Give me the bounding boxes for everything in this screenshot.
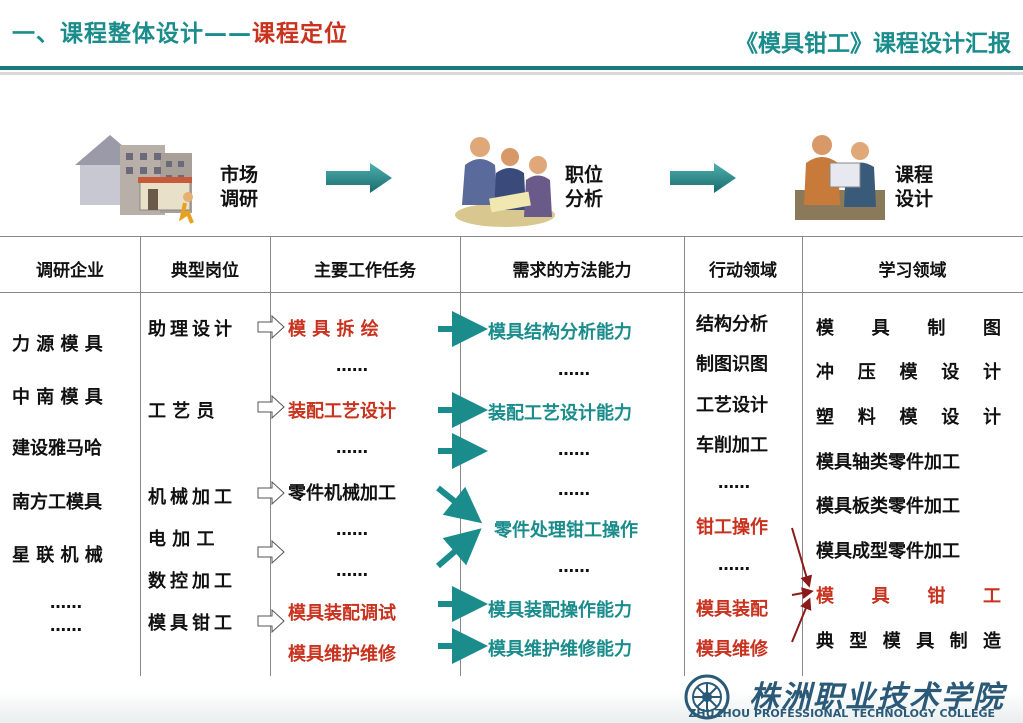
meeting-people-icon (455, 137, 555, 227)
ability-item: 模具装配操作能力 (488, 600, 632, 621)
stage-label-line: 设计 (895, 188, 934, 210)
position-item: 工 艺 员 (148, 401, 215, 422)
position-item: 机械加工 (148, 487, 236, 508)
teal-arrow-icon (436, 485, 483, 524)
page-title: 一、课程整体设计——课程定位 (12, 14, 348, 48)
page-title-accent: 课程定位 (252, 21, 348, 47)
action-item: 模具装配 (696, 599, 768, 620)
ability-item: 模具结构分析能力 (488, 322, 632, 343)
column-divider (270, 236, 271, 676)
enterprise-item: 力 源 模 具 (12, 334, 103, 355)
action-item: 结构分析 (696, 314, 768, 335)
task-item: …… (336, 520, 368, 539)
red-arrow-icon (791, 587, 814, 600)
action-item: 钳工操作 (696, 517, 768, 538)
column-header: 需求的方法能力 (512, 261, 632, 281)
task-item: 模具装配调试 (288, 603, 396, 624)
task-item: 模具维护维修 (288, 644, 396, 665)
ability-item: …… (558, 557, 590, 576)
red-arrow-icon (791, 597, 812, 643)
action-item: 模具维修 (696, 639, 768, 660)
ability-item: 零件处理钳工操作 (494, 520, 638, 541)
ability-item: …… (558, 440, 590, 459)
college-name-en: ZHUZHOU PROFESSIONAL TECHNOLOGY COLLEGE (688, 707, 995, 720)
column-divider (802, 236, 803, 676)
ability-item: 装配工艺设计能力 (488, 403, 632, 424)
action-item: 制图识图 (696, 354, 768, 375)
position-item: 模具钳工 (148, 613, 236, 634)
stage-course-design: 课程 设计 (895, 163, 933, 211)
table-top-border (0, 236, 1023, 237)
presentation-people-icon (795, 135, 885, 220)
position-item: 数控加工 (148, 571, 236, 592)
enterprise-item: 建设雅马哈 (12, 438, 102, 459)
action-item: 车削加工 (696, 435, 768, 456)
footer-band (0, 690, 1023, 723)
header-divider-shadow (0, 72, 1023, 75)
learning-item: 模具板类零件加工 (816, 496, 960, 517)
stage-label-line: 职位 (565, 164, 604, 186)
hollow-arrow-icon (257, 539, 285, 565)
task-item: 装配工艺设计 (288, 401, 396, 422)
task-item: …… (336, 438, 368, 457)
column-header: 行动领域 (709, 261, 777, 281)
enterprise-item: 中 南 模 具 (12, 387, 103, 408)
learning-item: 典 型 模 具 制 造 (816, 631, 1001, 652)
teal-arrow-icon (436, 528, 482, 569)
stage-label-line: 课程 (895, 164, 934, 186)
table-header-border (0, 292, 1023, 293)
learning-item: 模具成型零件加工 (816, 541, 960, 562)
stage-market-research: 市场 调研 (220, 163, 258, 211)
hollow-arrow-icon (257, 314, 285, 340)
stage-label-line: 分析 (565, 188, 604, 210)
column-header: 调研企业 (36, 261, 104, 281)
college-logo-icon (684, 674, 730, 720)
stage-label-line: 市场 (220, 164, 259, 186)
action-item: …… (718, 555, 750, 574)
task-item: …… (336, 356, 368, 375)
course-title: 《模具钳工》课程设计汇报 (735, 31, 1011, 57)
column-header: 典型岗位 (171, 261, 239, 281)
college-name-cn: 株洲职业技术学院 (749, 680, 1005, 715)
position-item: 电 加 工 (148, 529, 215, 550)
column-header: 主要工作任务 (314, 261, 416, 281)
task-item: 模 具 拆 绘 (288, 319, 379, 340)
ability-item: …… (558, 480, 590, 499)
task-item: …… (336, 561, 368, 580)
learning-item: 模具轴类零件加工 (816, 452, 960, 473)
arrow-right-icon (670, 163, 736, 193)
red-arrow-icon (791, 527, 813, 588)
ability-item: 模具维护维修能力 (488, 639, 632, 660)
task-item: 零件机械加工 (288, 483, 396, 504)
action-item: …… (718, 473, 750, 492)
city-buildings-icon (75, 135, 194, 224)
learning-item: 冲 压 模 设 计 (816, 362, 1001, 383)
stage-label-line: 调研 (220, 188, 259, 210)
page-title-main: 一、课程整体设计—— (12, 21, 252, 47)
enterprise-item: …… (50, 593, 82, 612)
hollow-arrow-icon (257, 394, 285, 420)
enterprise-item: 星 联 机 械 (12, 545, 103, 566)
ability-item: …… (558, 360, 590, 379)
column-divider (684, 236, 685, 676)
action-item: 工艺设计 (696, 395, 768, 416)
hollow-arrow-icon (257, 608, 285, 634)
learning-item: 模 具 制 图 (816, 318, 1001, 339)
column-divider (140, 236, 141, 676)
learning-item: 塑 料 模 设 计 (816, 407, 1001, 428)
arrow-right-icon (326, 163, 392, 193)
header-divider (0, 66, 1023, 70)
stage-position-analysis: 职位 分析 (565, 163, 603, 211)
enterprise-item: 南方工模具 (12, 492, 102, 513)
column-header: 学习领域 (878, 261, 947, 281)
position-item: 助理设计 (148, 319, 236, 340)
learning-item: 模 具 钳 工 (816, 586, 1001, 607)
enterprise-item: …… (50, 616, 82, 635)
hollow-arrow-icon (257, 480, 285, 506)
